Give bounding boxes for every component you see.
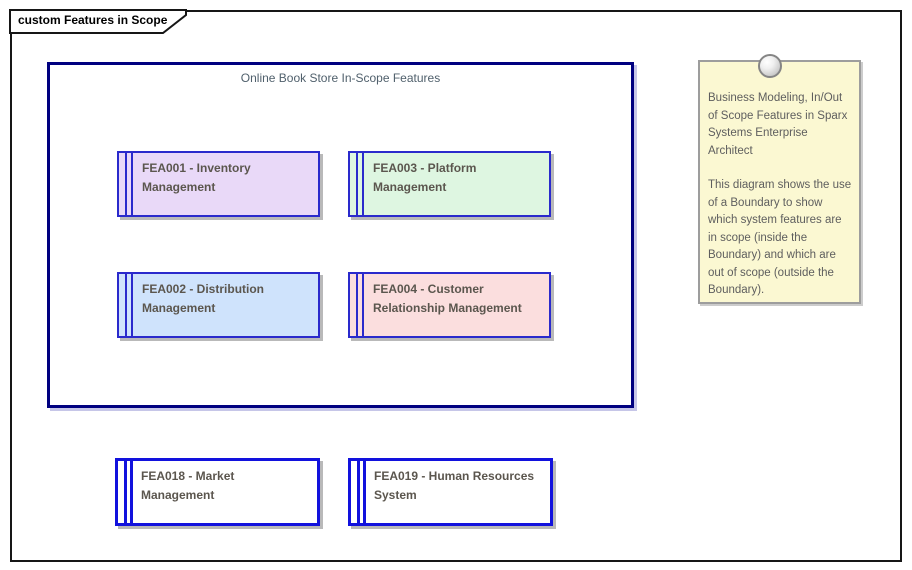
feature-bar-icon (363, 461, 366, 523)
pin-icon (758, 54, 782, 78)
feature-label: FEA018 - Market Management (141, 469, 235, 502)
note-text: Business Modeling, In/Out of Scope Featu… (708, 90, 853, 300)
boundary-in-scope[interactable]: Online Book Store In-Scope Features (47, 62, 634, 408)
feature-bar-icon (356, 274, 358, 336)
diagram-title-tab: custom Features in Scope (9, 9, 199, 35)
feature-fea004[interactable]: FEA004 - Customer Relationship Managemen… (348, 272, 551, 338)
feature-bar-icon (356, 153, 358, 215)
feature-fea018[interactable]: FEA018 - Market Management (115, 458, 320, 526)
feature-bar-icon (124, 461, 127, 523)
feature-bar-icon (131, 274, 133, 336)
feature-bar-icon (131, 153, 133, 215)
feature-bar-icon (362, 153, 364, 215)
feature-label: FEA004 - Customer Relationship Managemen… (373, 282, 522, 315)
feature-label: FEA003 - Platform Management (373, 161, 477, 194)
note-paragraph: This diagram shows the use of a Boundary… (708, 179, 852, 296)
note-element[interactable]: Business Modeling, In/Out of Scope Featu… (698, 60, 861, 304)
note-paragraph: Business Modeling, In/Out of Scope Featu… (708, 92, 848, 157)
feature-bar-icon (125, 153, 127, 215)
feature-label: FEA002 - Distribution Management (142, 282, 265, 315)
feature-bar-icon (362, 274, 364, 336)
feature-bar-icon (125, 274, 127, 336)
feature-fea019[interactable]: FEA019 - Human Resources System (348, 458, 553, 526)
feature-fea002[interactable]: FEA002 - Distribution Management (117, 272, 320, 338)
feature-bar-icon (357, 461, 360, 523)
feature-label: FEA001 - Inventory Management (142, 161, 251, 194)
feature-fea001[interactable]: FEA001 - Inventory Management (117, 151, 320, 217)
boundary-title: Online Book Store In-Scope Features (240, 71, 441, 85)
diagram-frame (10, 10, 902, 562)
tab-shape-icon (9, 9, 187, 34)
feature-fea003[interactable]: FEA003 - Platform Management (348, 151, 551, 217)
feature-label: FEA019 - Human Resources System (374, 469, 535, 502)
diagram-title: custom Features in Scope (18, 13, 168, 27)
feature-bar-icon (130, 461, 133, 523)
